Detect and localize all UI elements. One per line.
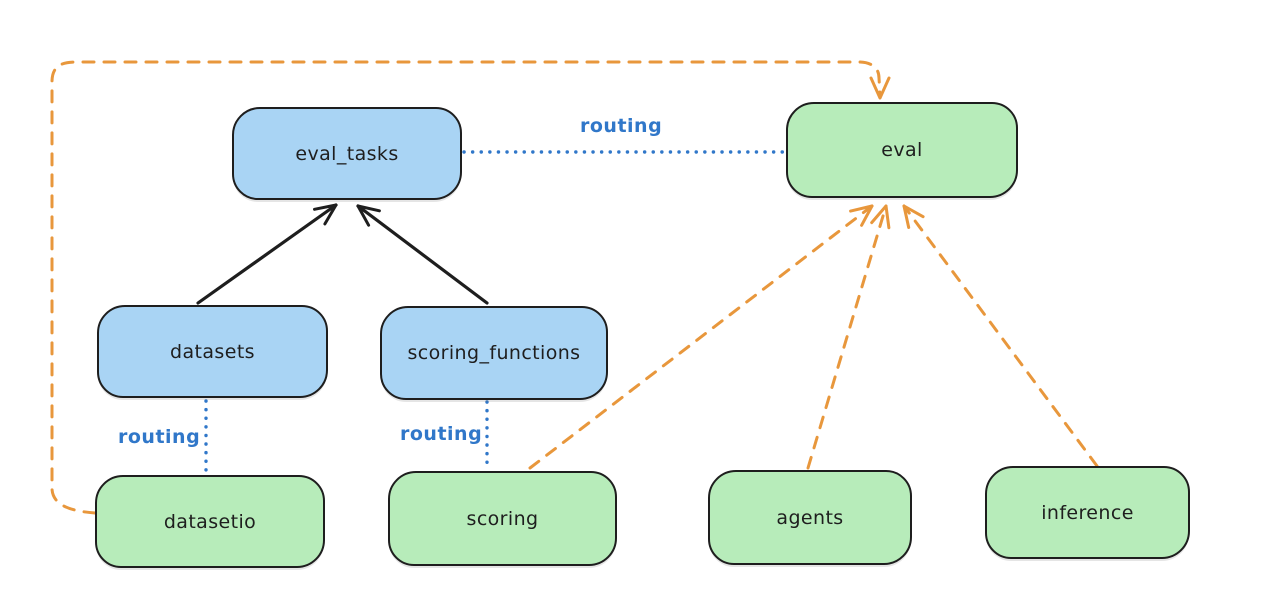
edge-scoring-to-eval	[528, 204, 874, 470]
node-datasetio: datasetio	[95, 475, 325, 568]
node-eval-tasks-label: eval_tasks	[295, 142, 399, 165]
node-agents-label: agents	[776, 506, 844, 529]
node-scoring-functions-label: scoring_functions	[407, 342, 581, 364]
node-eval-label: eval	[881, 139, 923, 161]
node-datasetio-label: datasetio	[163, 510, 257, 533]
arrowhead-datasetio-to-eval	[869, 76, 891, 100]
node-agents: agents	[708, 470, 912, 565]
node-inference: inference	[985, 466, 1190, 559]
arrowhead-datasets-to-eval-tasks	[313, 203, 338, 226]
edge-datasets-to-eval-tasks	[196, 203, 338, 305]
edge-scoring-functions-to-eval-tasks	[356, 204, 489, 305]
arrowhead-scoring-functions-to-eval-tasks	[356, 204, 381, 227]
edge-label-routing-middle: routing	[400, 423, 483, 445]
edge-agents-to-eval	[806, 204, 888, 470]
edge-label-routing-top: routing	[580, 115, 663, 137]
arrowhead-inference-to-eval	[902, 204, 925, 229]
node-inference-label: inference	[1041, 501, 1134, 524]
node-datasets-label: datasets	[170, 340, 255, 363]
arrowhead-scoring-to-eval	[849, 204, 874, 227]
arrowhead-agents-to-eval	[870, 204, 891, 230]
edge-inference-to-eval	[902, 204, 1099, 468]
node-scoring: scoring	[388, 471, 617, 566]
node-datasets: datasets	[97, 305, 328, 398]
node-eval-tasks: eval_tasks	[232, 107, 462, 200]
edge-label-routing-left: routing	[118, 426, 201, 448]
node-scoring-label: scoring	[466, 507, 539, 530]
node-eval: eval	[786, 102, 1018, 198]
node-scoring-functions: scoring_functions	[380, 306, 608, 400]
